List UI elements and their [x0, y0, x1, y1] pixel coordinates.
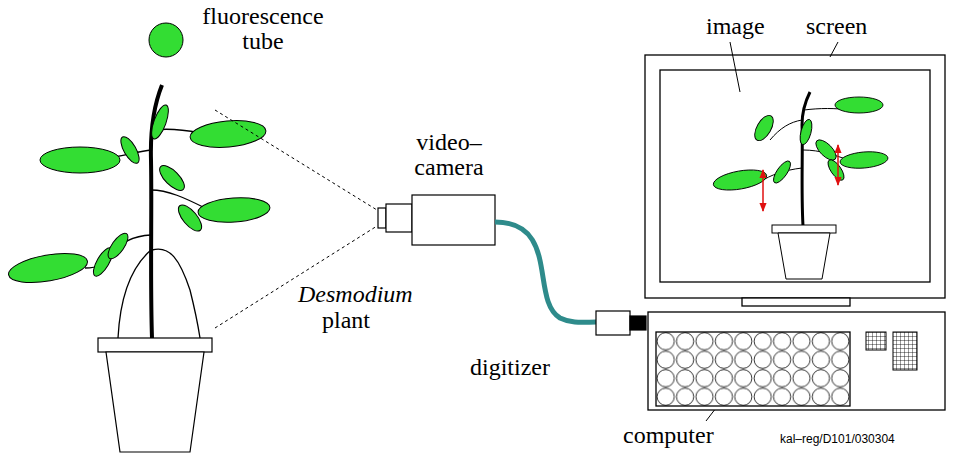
- plant-label: Desmodium: [298, 282, 413, 307]
- screen-label: screen: [806, 14, 867, 39]
- image-label: image: [706, 14, 765, 39]
- video-camera: [378, 195, 495, 245]
- flower-pot: [98, 338, 212, 452]
- video-cable: [495, 222, 596, 322]
- computer: [648, 312, 945, 410]
- lamp-label: fluorescence tube: [192, 4, 334, 54]
- code-label: kal–reg/D101/030304: [780, 432, 895, 446]
- digitizer-label: digitizer: [470, 355, 550, 380]
- desmodium-plant: [6, 85, 270, 338]
- fluorescence-tube: [149, 23, 183, 57]
- camera-label: video–camera: [395, 130, 503, 180]
- plant-label: plant: [322, 308, 370, 333]
- computer-label: computer: [623, 423, 714, 448]
- digitizer: [596, 311, 646, 335]
- motion-arrow: [763, 145, 838, 211]
- plant-image: [712, 92, 889, 279]
- monitor: [645, 55, 945, 306]
